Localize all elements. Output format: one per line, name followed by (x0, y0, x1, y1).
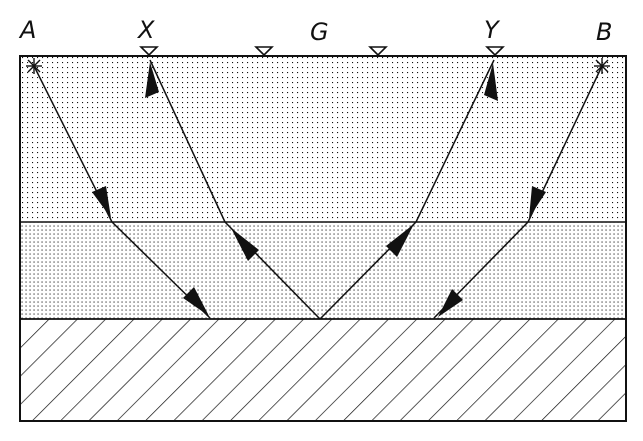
receiver-y-icon (485, 46, 505, 57)
arrow-x-lower (231, 228, 259, 261)
label-b: B (596, 18, 612, 46)
label-x: X (136, 16, 155, 44)
middle-layer (20, 222, 626, 319)
receiver-x-icon (139, 46, 159, 57)
label-y: Y (484, 16, 501, 44)
source-a-icon (26, 58, 42, 74)
arrow-a-lower (183, 287, 209, 316)
receiver-2-icon (254, 46, 274, 57)
arrow-x-upper (145, 62, 159, 98)
top-layer (20, 56, 626, 222)
ray-x-up-2 (149, 59, 226, 223)
bottom-layer (20, 319, 626, 421)
ray-arrows (92, 62, 546, 317)
receiver-3-icon (368, 46, 388, 57)
label-a: A (18, 16, 36, 44)
arrow-a-upper (92, 186, 111, 218)
source-b-icon (594, 58, 610, 74)
arrow-y-upper (484, 63, 498, 101)
label-g: G (310, 18, 329, 46)
arrow-b-upper (529, 186, 546, 218)
arrow-b-lower (438, 289, 463, 317)
arrow-y-lower (386, 224, 414, 257)
ray-y-up-2 (415, 59, 495, 223)
section-border (19, 55, 627, 422)
receivers (139, 46, 505, 57)
